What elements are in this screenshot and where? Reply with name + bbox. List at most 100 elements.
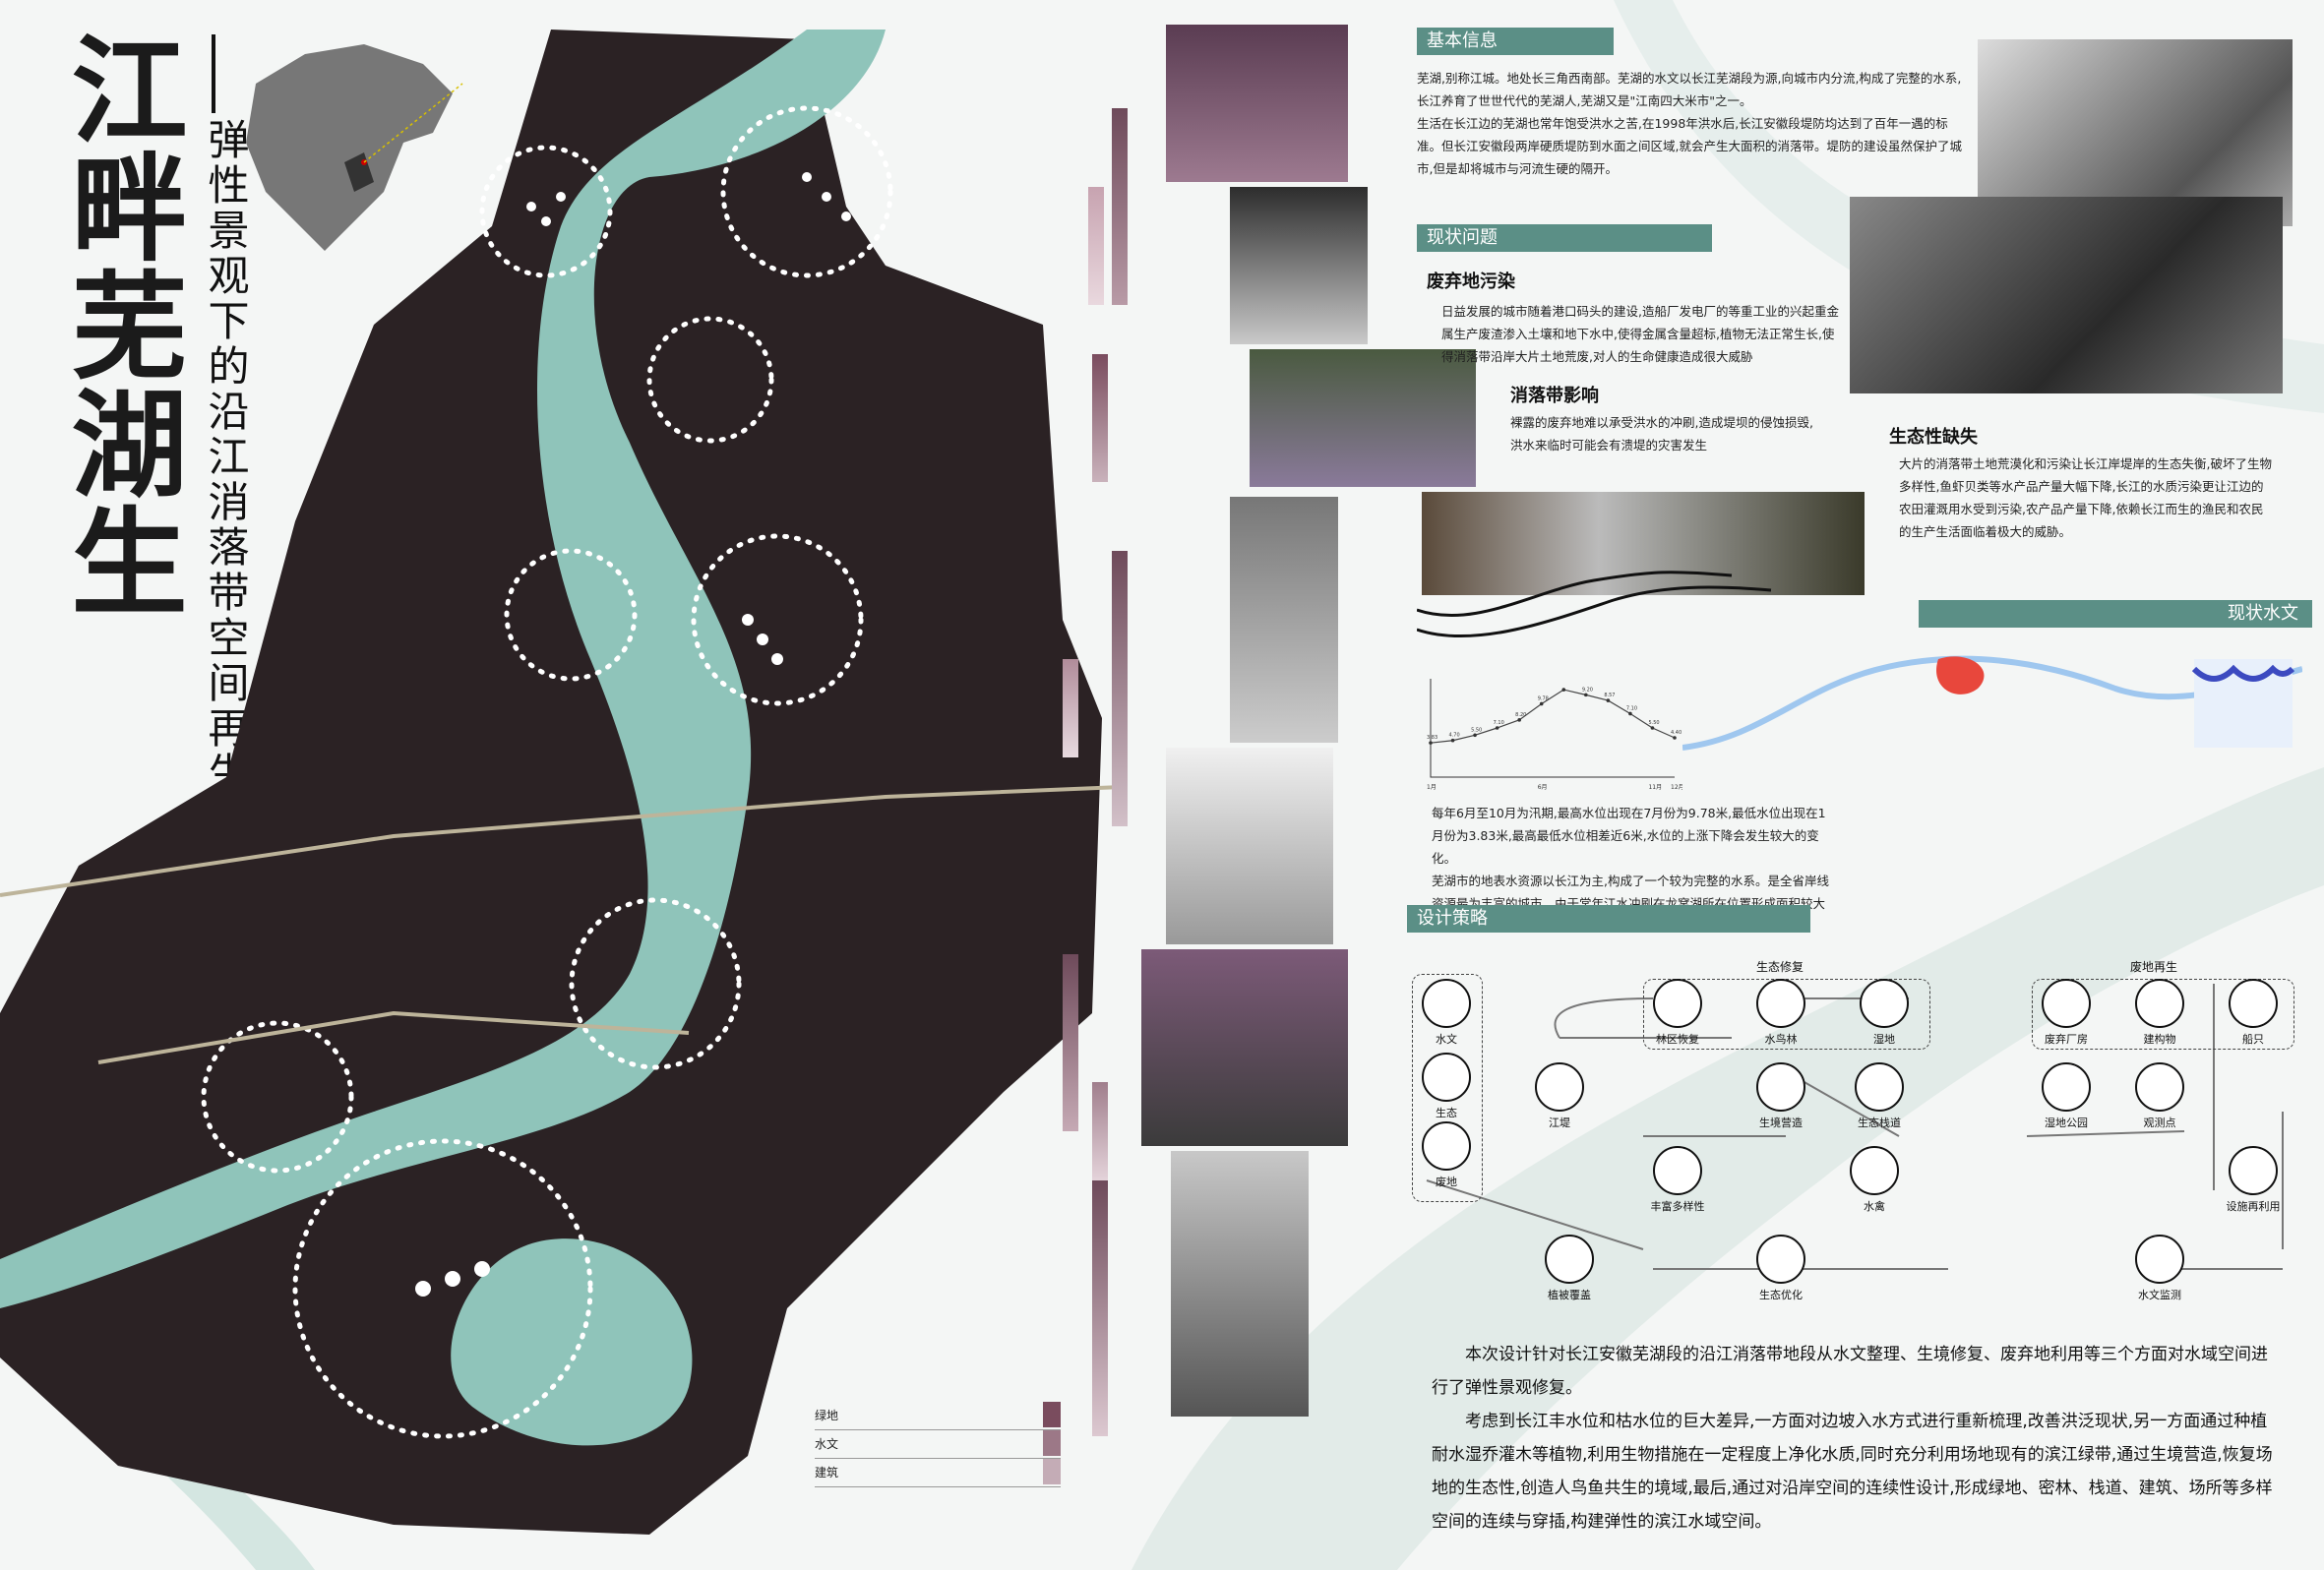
data-label: 9.78 xyxy=(1538,695,1549,701)
boardwalk-icon xyxy=(1855,1062,1904,1112)
legend-swatch xyxy=(1043,1459,1061,1484)
data-label: 9.20 xyxy=(1582,687,1593,693)
road xyxy=(97,1010,690,1064)
data-point xyxy=(1517,718,1521,722)
monitor-icon xyxy=(2135,1235,2184,1284)
optimize-label: 生态优化 xyxy=(1759,1289,1803,1301)
observe-icon xyxy=(2135,1062,2184,1112)
flood-icon xyxy=(2191,664,2295,682)
legend-swatch xyxy=(1043,1430,1061,1456)
data-label: 8.20 xyxy=(1515,712,1526,718)
data-label: 7.10 xyxy=(1626,705,1637,711)
water-level-line xyxy=(1430,689,1676,744)
levee-icon xyxy=(1535,1062,1584,1112)
site-photo xyxy=(1230,497,1338,743)
data-point xyxy=(1606,698,1611,702)
map-legend: 绿地 水文 建筑 xyxy=(815,1402,1061,1487)
ship-label: 船只 xyxy=(2242,1033,2264,1046)
site-map xyxy=(0,30,1122,1535)
issue-title-drawdown: 消落带影响 xyxy=(1510,386,1599,406)
color-strips xyxy=(1053,108,1131,1446)
forest-label: 林区恢复 xyxy=(1656,1033,1699,1046)
legend-item: 水文 xyxy=(815,1430,1061,1459)
section-header-basic-info: 基本信息 xyxy=(1417,28,1614,55)
basic-info-paragraph: 生活在长江边的芜湖也常年饱受洪水之苦,在1998年洪水后,长江安徽段堤防均达到了… xyxy=(1417,116,1962,176)
wetland-park-label: 湿地公园 xyxy=(2045,1117,2088,1129)
waterbird-label: 水禽 xyxy=(1864,1200,1885,1213)
boardwalk-label: 生态栈道 xyxy=(1858,1117,1901,1129)
data-label: 3.83 xyxy=(1427,735,1437,741)
site-photo xyxy=(1250,349,1476,487)
issue-text-drawdown: 裸露的废弃地难以承受洪水的冲刷,造成堤坝的侵蚀损毁,洪水来临时可能会有溃堤的灾害… xyxy=(1510,415,1813,453)
waterbird-icon xyxy=(1850,1146,1899,1195)
recycle-label: 设施再利用 xyxy=(2226,1200,2281,1213)
data-point xyxy=(1495,726,1499,730)
road xyxy=(0,785,1122,897)
landmark-photo xyxy=(1978,39,2293,226)
basic-info-text: 芜湖,别称江城。地处长三角西南部。芜湖的水文以长江芜湖段为源,向城市内分流,构成… xyxy=(1417,67,1968,180)
eco-label: 生态 xyxy=(1436,1107,1457,1119)
x-tick-label: 6月 xyxy=(1538,784,1548,791)
water-label: 水文 xyxy=(1436,1033,1457,1046)
levee-section-diagram xyxy=(1417,571,1772,637)
levee-label: 江堤 xyxy=(1549,1117,1570,1129)
water-icon xyxy=(1422,979,1471,1028)
recycle-icon xyxy=(2229,1146,2278,1195)
chart-axis xyxy=(1430,679,1675,778)
yangtze-river xyxy=(0,30,886,1308)
eco-group-label: 生态修复 xyxy=(1756,960,1804,974)
section-header-strategy: 设计策略 xyxy=(1407,905,1810,933)
summary-paragraph: 本次设计针对长江安徽芜湖段的沿江消落带地段从水文整理、生境修复、废弃地利用等三个… xyxy=(1432,1345,2268,1398)
site-photo xyxy=(1230,187,1368,344)
habitat-label: 生境营造 xyxy=(1759,1117,1803,1129)
site-photo xyxy=(1166,748,1333,944)
dot-patterns xyxy=(415,172,851,1297)
x-tick-label: 1月 xyxy=(1427,784,1437,791)
left-group-box xyxy=(1412,974,1483,1202)
building-icon xyxy=(2135,979,2184,1028)
data-point xyxy=(1473,733,1477,738)
data-point xyxy=(1584,693,1588,697)
site-photo xyxy=(1141,949,1348,1146)
section-header-hydrology: 现状水文 xyxy=(1919,600,2312,628)
section-header-issues: 现状问题 xyxy=(1417,224,1712,252)
diversity-label: 丰富多样性 xyxy=(1650,1200,1705,1213)
issue-title-waste: 废弃地污染 xyxy=(1427,272,1515,292)
observe-label: 观测点 xyxy=(2143,1117,2176,1129)
site-photo xyxy=(1171,1151,1309,1417)
wetland-park-icon xyxy=(2042,1062,2091,1112)
data-label: 7.10 xyxy=(1494,720,1504,726)
waterbird-forest-label: 水鸟林 xyxy=(1764,1033,1798,1046)
lake xyxy=(451,1238,693,1446)
monitor-label: 水文监测 xyxy=(2138,1289,2181,1301)
x-tick-label: 11月 xyxy=(1648,784,1662,791)
waste-group-label: 废地再生 xyxy=(2130,960,2178,974)
legend-swatch xyxy=(1043,1402,1061,1427)
habitat-icon xyxy=(1756,1062,1805,1112)
data-point xyxy=(1650,726,1655,730)
data-label: 4.70 xyxy=(1449,733,1460,739)
china-location-map xyxy=(246,44,463,251)
data-label: 5.50 xyxy=(1471,727,1482,733)
optimize-icon xyxy=(1756,1235,1805,1284)
hydrology-map xyxy=(1682,655,2302,751)
data-point xyxy=(1673,736,1677,740)
factory-icon xyxy=(2042,979,2091,1028)
strategy-summary: 本次设计针对长江安徽芜湖段的沿江消落带地段从水文整理、生境修复、废弃地利用等三个… xyxy=(1432,1338,2278,1539)
vegetation-label: 植被覆盖 xyxy=(1548,1289,1591,1301)
diversity-icon xyxy=(1653,1146,1702,1195)
hydrology-paragraph: 每年6月至10月为汛期,最高水位出现在7月份为9.78米,最低水位出现在1月份为… xyxy=(1432,806,1826,866)
forest-icon xyxy=(1653,979,1702,1028)
data-point xyxy=(1561,688,1566,692)
data-point xyxy=(1429,741,1433,745)
wetland-icon xyxy=(1860,979,1909,1028)
x-tick-label: 12月 xyxy=(1671,784,1682,791)
building-label: 建构物 xyxy=(2143,1033,2176,1046)
site-photo xyxy=(1166,25,1348,182)
factory-label: 废弃厂房 xyxy=(2045,1033,2088,1046)
strategy-diagram: 生态修复 废地再生 水文 生态 废地 江堤 林区恢复 水鸟林 湿地 生境营造 生… xyxy=(1407,944,2312,1328)
data-point xyxy=(1628,711,1632,716)
legend-item: 建筑 xyxy=(815,1459,1061,1487)
vegetation-icon xyxy=(1545,1235,1594,1284)
